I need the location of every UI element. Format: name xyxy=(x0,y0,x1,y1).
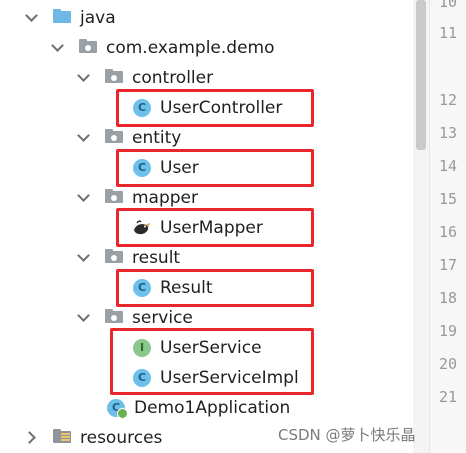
tree-node-demo1-application[interactable]: C Demo1Application xyxy=(0,393,413,423)
line-number: 11 xyxy=(438,24,458,42)
tree-node-result-package[interactable]: result xyxy=(0,243,413,273)
class-icon: C xyxy=(133,159,151,177)
tree-node-result-class[interactable]: C Result xyxy=(0,273,413,303)
tree-node-user-service[interactable]: I UserService xyxy=(0,333,413,363)
tree-node-label: UserService xyxy=(160,338,262,358)
tree-node-label: UserMapper xyxy=(160,218,263,238)
tree-node-label: mapper xyxy=(132,188,199,208)
tree-node-user-controller[interactable]: C UserController xyxy=(0,93,413,123)
package-icon xyxy=(105,249,123,267)
tree-node-label: User xyxy=(160,158,199,178)
chevron-down-icon[interactable] xyxy=(52,42,63,53)
tree-node-entity[interactable]: entity xyxy=(0,123,413,153)
spring-boot-application-icon: C xyxy=(107,399,128,419)
tree-node-label: service xyxy=(132,308,193,328)
tree-node-label: UserController xyxy=(160,98,283,118)
tree-node-resources[interactable]: resources xyxy=(0,423,413,453)
line-number: 21 xyxy=(438,388,458,406)
chevron-down-icon[interactable] xyxy=(26,12,37,23)
tree-node-service[interactable]: service xyxy=(0,303,413,333)
chevron-down-icon[interactable] xyxy=(78,312,89,323)
tree-node-label: result xyxy=(132,248,181,268)
tree-node-user-mapper[interactable]: UserMapper xyxy=(0,213,413,243)
tree-node-label: UserServiceImpl xyxy=(160,368,299,388)
package-icon xyxy=(79,39,97,57)
tree-node-label: controller xyxy=(132,68,214,88)
line-number: 15 xyxy=(438,190,458,208)
highlight-box-mapper xyxy=(116,208,314,247)
line-number: 10 xyxy=(438,0,458,11)
tree-node-label: Demo1Application xyxy=(134,398,291,418)
package-icon xyxy=(105,309,123,327)
resources-folder-icon xyxy=(53,429,71,447)
package-icon xyxy=(105,69,123,87)
line-number: 18 xyxy=(438,289,458,307)
chevron-down-icon[interactable] xyxy=(78,72,89,83)
package-icon xyxy=(105,129,123,147)
tree-node-mapper[interactable]: mapper xyxy=(0,183,413,213)
tree-node-java[interactable]: java xyxy=(0,3,413,33)
tree-node-user-service-impl[interactable]: C UserServiceImpl xyxy=(0,363,413,393)
mybatis-mapper-icon xyxy=(134,220,150,235)
line-number: 17 xyxy=(438,256,458,274)
highlight-box-entity xyxy=(116,149,314,187)
tree-node-label: java xyxy=(80,8,116,28)
chevron-down-icon[interactable] xyxy=(78,192,89,203)
interface-icon: I xyxy=(133,339,151,357)
source-folder-icon xyxy=(53,9,71,27)
chevron-down-icon[interactable] xyxy=(78,132,89,143)
line-number: 14 xyxy=(438,157,458,175)
package-icon xyxy=(105,189,123,207)
chevron-down-icon[interactable] xyxy=(78,252,89,263)
class-icon: C xyxy=(133,369,151,387)
tree-node-label: resources xyxy=(80,428,163,448)
project-tree: java com.example.demo controller C UserC… xyxy=(0,0,413,453)
tree-scrollbar-thumb[interactable] xyxy=(416,0,426,150)
class-icon: C xyxy=(133,99,151,117)
highlight-box-result xyxy=(116,269,314,307)
line-number: 19 xyxy=(438,322,458,340)
chevron-right-icon[interactable] xyxy=(26,432,37,443)
highlight-box-controller xyxy=(116,89,314,127)
tree-node-label: entity xyxy=(132,128,182,148)
line-number: 20 xyxy=(438,355,458,373)
csdn-watermark: CSDN @萝卜快乐晶 xyxy=(278,426,416,444)
tree-node-controller[interactable]: controller xyxy=(0,63,413,93)
tree-node-user[interactable]: C User xyxy=(0,153,413,183)
tree-node-label: com.example.demo xyxy=(106,38,275,58)
tree-node-label: Result xyxy=(160,278,213,298)
tree-node-package-root[interactable]: com.example.demo xyxy=(0,33,413,63)
editor-gutter: 10 11 12 13 14 15 16 17 18 19 20 21 xyxy=(429,0,466,453)
line-number: 16 xyxy=(438,223,458,241)
class-icon: C xyxy=(133,279,151,297)
line-number: 12 xyxy=(438,91,458,109)
highlight-box-service xyxy=(110,328,314,395)
line-number: 13 xyxy=(438,124,458,142)
